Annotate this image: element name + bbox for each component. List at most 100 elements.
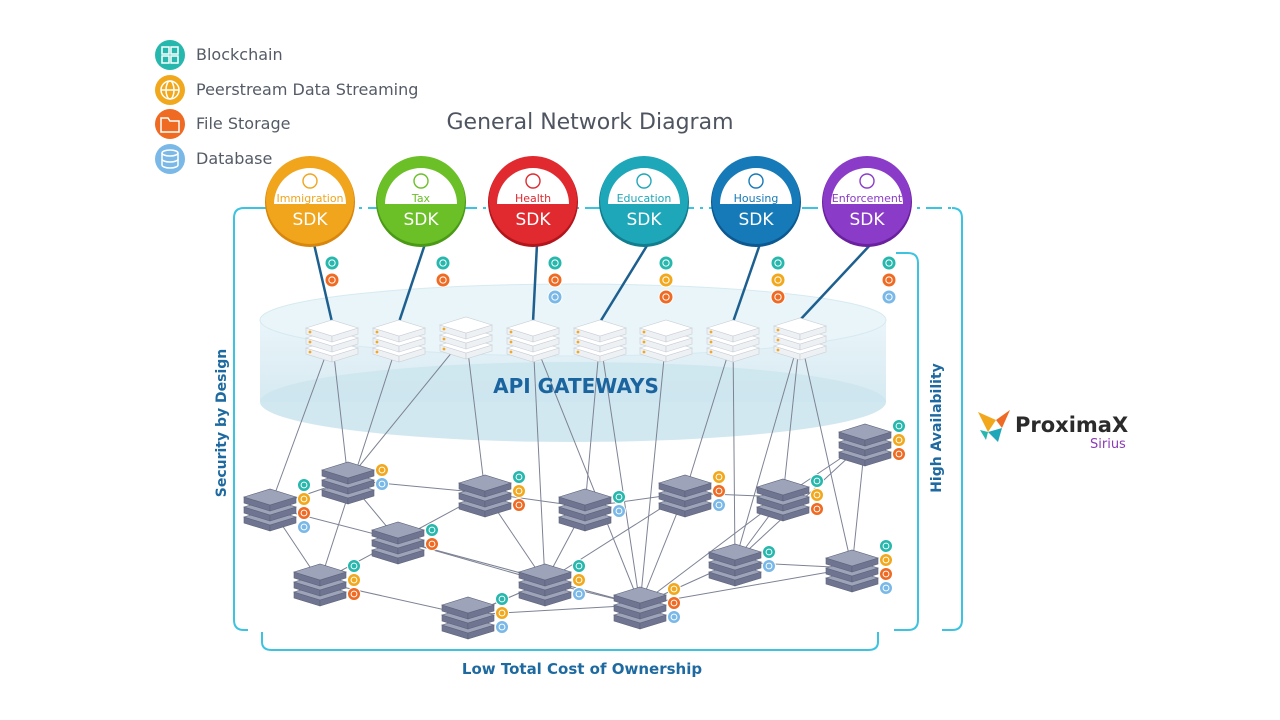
blockchain-badge-icon	[810, 474, 824, 488]
streaming-badge-icon	[297, 492, 311, 506]
streaming-badge-icon	[667, 582, 681, 596]
network-link	[347, 334, 467, 481]
legend-label-peerstream: Peerstream Data Streaming	[196, 80, 419, 99]
database-badge-icon	[297, 520, 311, 534]
streaming-badge-icon	[512, 484, 526, 498]
sdk-label: Tax	[411, 192, 431, 205]
network-link	[782, 335, 801, 498]
file-storage-badge-icon	[879, 567, 893, 581]
blockchain-badge-icon	[495, 592, 509, 606]
proximax-logo-icon	[978, 410, 1010, 442]
blockchain-badge-icon	[297, 478, 311, 492]
network-link	[319, 337, 400, 583]
sdk-badge-text: SDK	[292, 210, 328, 230]
database-badge-icon	[879, 581, 893, 595]
legend-label-blockchain: Blockchain	[196, 45, 283, 64]
legend-label-database: Database	[196, 149, 273, 168]
sdk-link	[799, 243, 872, 321]
file-storage-badge-icon	[512, 498, 526, 512]
network-link	[532, 337, 641, 606]
brand-name: ProximaX	[1015, 413, 1129, 437]
blockchain-badge-icon	[435, 255, 451, 271]
network-link	[734, 335, 801, 563]
file-storage-badge-icon	[658, 289, 674, 305]
file-storage-badge-icon	[435, 272, 451, 288]
sdk-label: Health	[515, 192, 551, 205]
file-storage-badge-icon	[324, 272, 340, 288]
file-storage-badge-icon	[547, 272, 563, 288]
database-badge-icon	[495, 620, 509, 634]
network-node-server	[292, 563, 348, 607]
heartbeat-icon	[525, 173, 541, 189]
file-storage-badge-icon	[667, 596, 681, 610]
blockchain-badge-icon	[762, 545, 776, 559]
blockchain-badge-icon	[547, 255, 563, 271]
sdk-label: Housing	[734, 192, 779, 205]
blockchain-badge-icon	[324, 255, 340, 271]
network-node-server	[242, 488, 298, 532]
blockchain-badge-icon	[347, 559, 361, 573]
database-badge-icon	[612, 504, 626, 518]
network-node-server	[755, 478, 811, 522]
security-bracket	[233, 207, 275, 631]
network-link	[584, 337, 601, 508]
network-node-server	[440, 596, 496, 640]
network-link	[599, 337, 641, 606]
network-link	[684, 337, 734, 494]
legend-globe-icon	[155, 75, 185, 105]
sdk-badge-text: SDK	[738, 210, 774, 230]
network-node-server	[457, 474, 513, 518]
cost-bracket	[261, 632, 879, 651]
network-node-server	[557, 488, 613, 532]
api-gateway-server	[638, 319, 694, 363]
sdk-label: Education	[617, 192, 672, 205]
passport-icon	[302, 173, 318, 189]
sdk-link	[397, 243, 427, 323]
file-storage-badge-icon	[347, 587, 361, 601]
high-availability-bracket	[894, 252, 919, 631]
blockchain-badge-icon	[658, 255, 674, 271]
file-storage-badge-icon	[881, 272, 897, 288]
streaming-badge-icon	[892, 433, 906, 447]
graduation-cap-icon	[636, 173, 652, 189]
streaming-badge-icon	[658, 272, 674, 288]
api-gateway-server	[572, 319, 628, 363]
file-storage-badge-icon	[770, 289, 786, 305]
sdk-badge-text: SDK	[403, 210, 439, 230]
legend-folder-icon	[155, 109, 185, 139]
database-badge-icon	[712, 498, 726, 512]
file-storage-badge-icon	[297, 506, 311, 520]
api-gateway-server	[304, 319, 360, 363]
streaming-badge-icon	[572, 573, 586, 587]
network-node-server	[657, 474, 713, 518]
streaming-badge-icon	[770, 272, 786, 288]
file-storage-badge-icon	[712, 484, 726, 498]
low-total-cost-label: Low Total Cost of Ownership	[461, 660, 703, 678]
api-gateway-server	[705, 319, 761, 363]
network-link	[532, 337, 546, 583]
badge-icon	[859, 173, 875, 189]
blockchain-badge-icon	[612, 490, 626, 504]
network-link	[331, 337, 349, 481]
network-link	[732, 337, 736, 563]
file-storage-badge-icon	[892, 447, 906, 461]
legend-blockchain-icon	[155, 40, 185, 70]
blockchain-badge-icon	[879, 539, 893, 553]
network-link	[799, 335, 853, 569]
tax-document-icon	[413, 173, 429, 189]
api-gateways-label: API GATEWAYS	[493, 374, 659, 398]
database-badge-icon	[762, 559, 776, 573]
blockchain-badge-icon	[512, 470, 526, 484]
streaming-badge-icon	[879, 553, 893, 567]
security-by-design-label: Security by Design	[214, 348, 230, 498]
network-node-server	[824, 549, 880, 593]
file-storage-badge-icon	[810, 502, 824, 516]
network-node-server	[707, 543, 763, 587]
blockchain-badge-icon	[425, 523, 439, 537]
database-badge-icon	[881, 289, 897, 305]
api-gateway-server	[505, 319, 561, 363]
